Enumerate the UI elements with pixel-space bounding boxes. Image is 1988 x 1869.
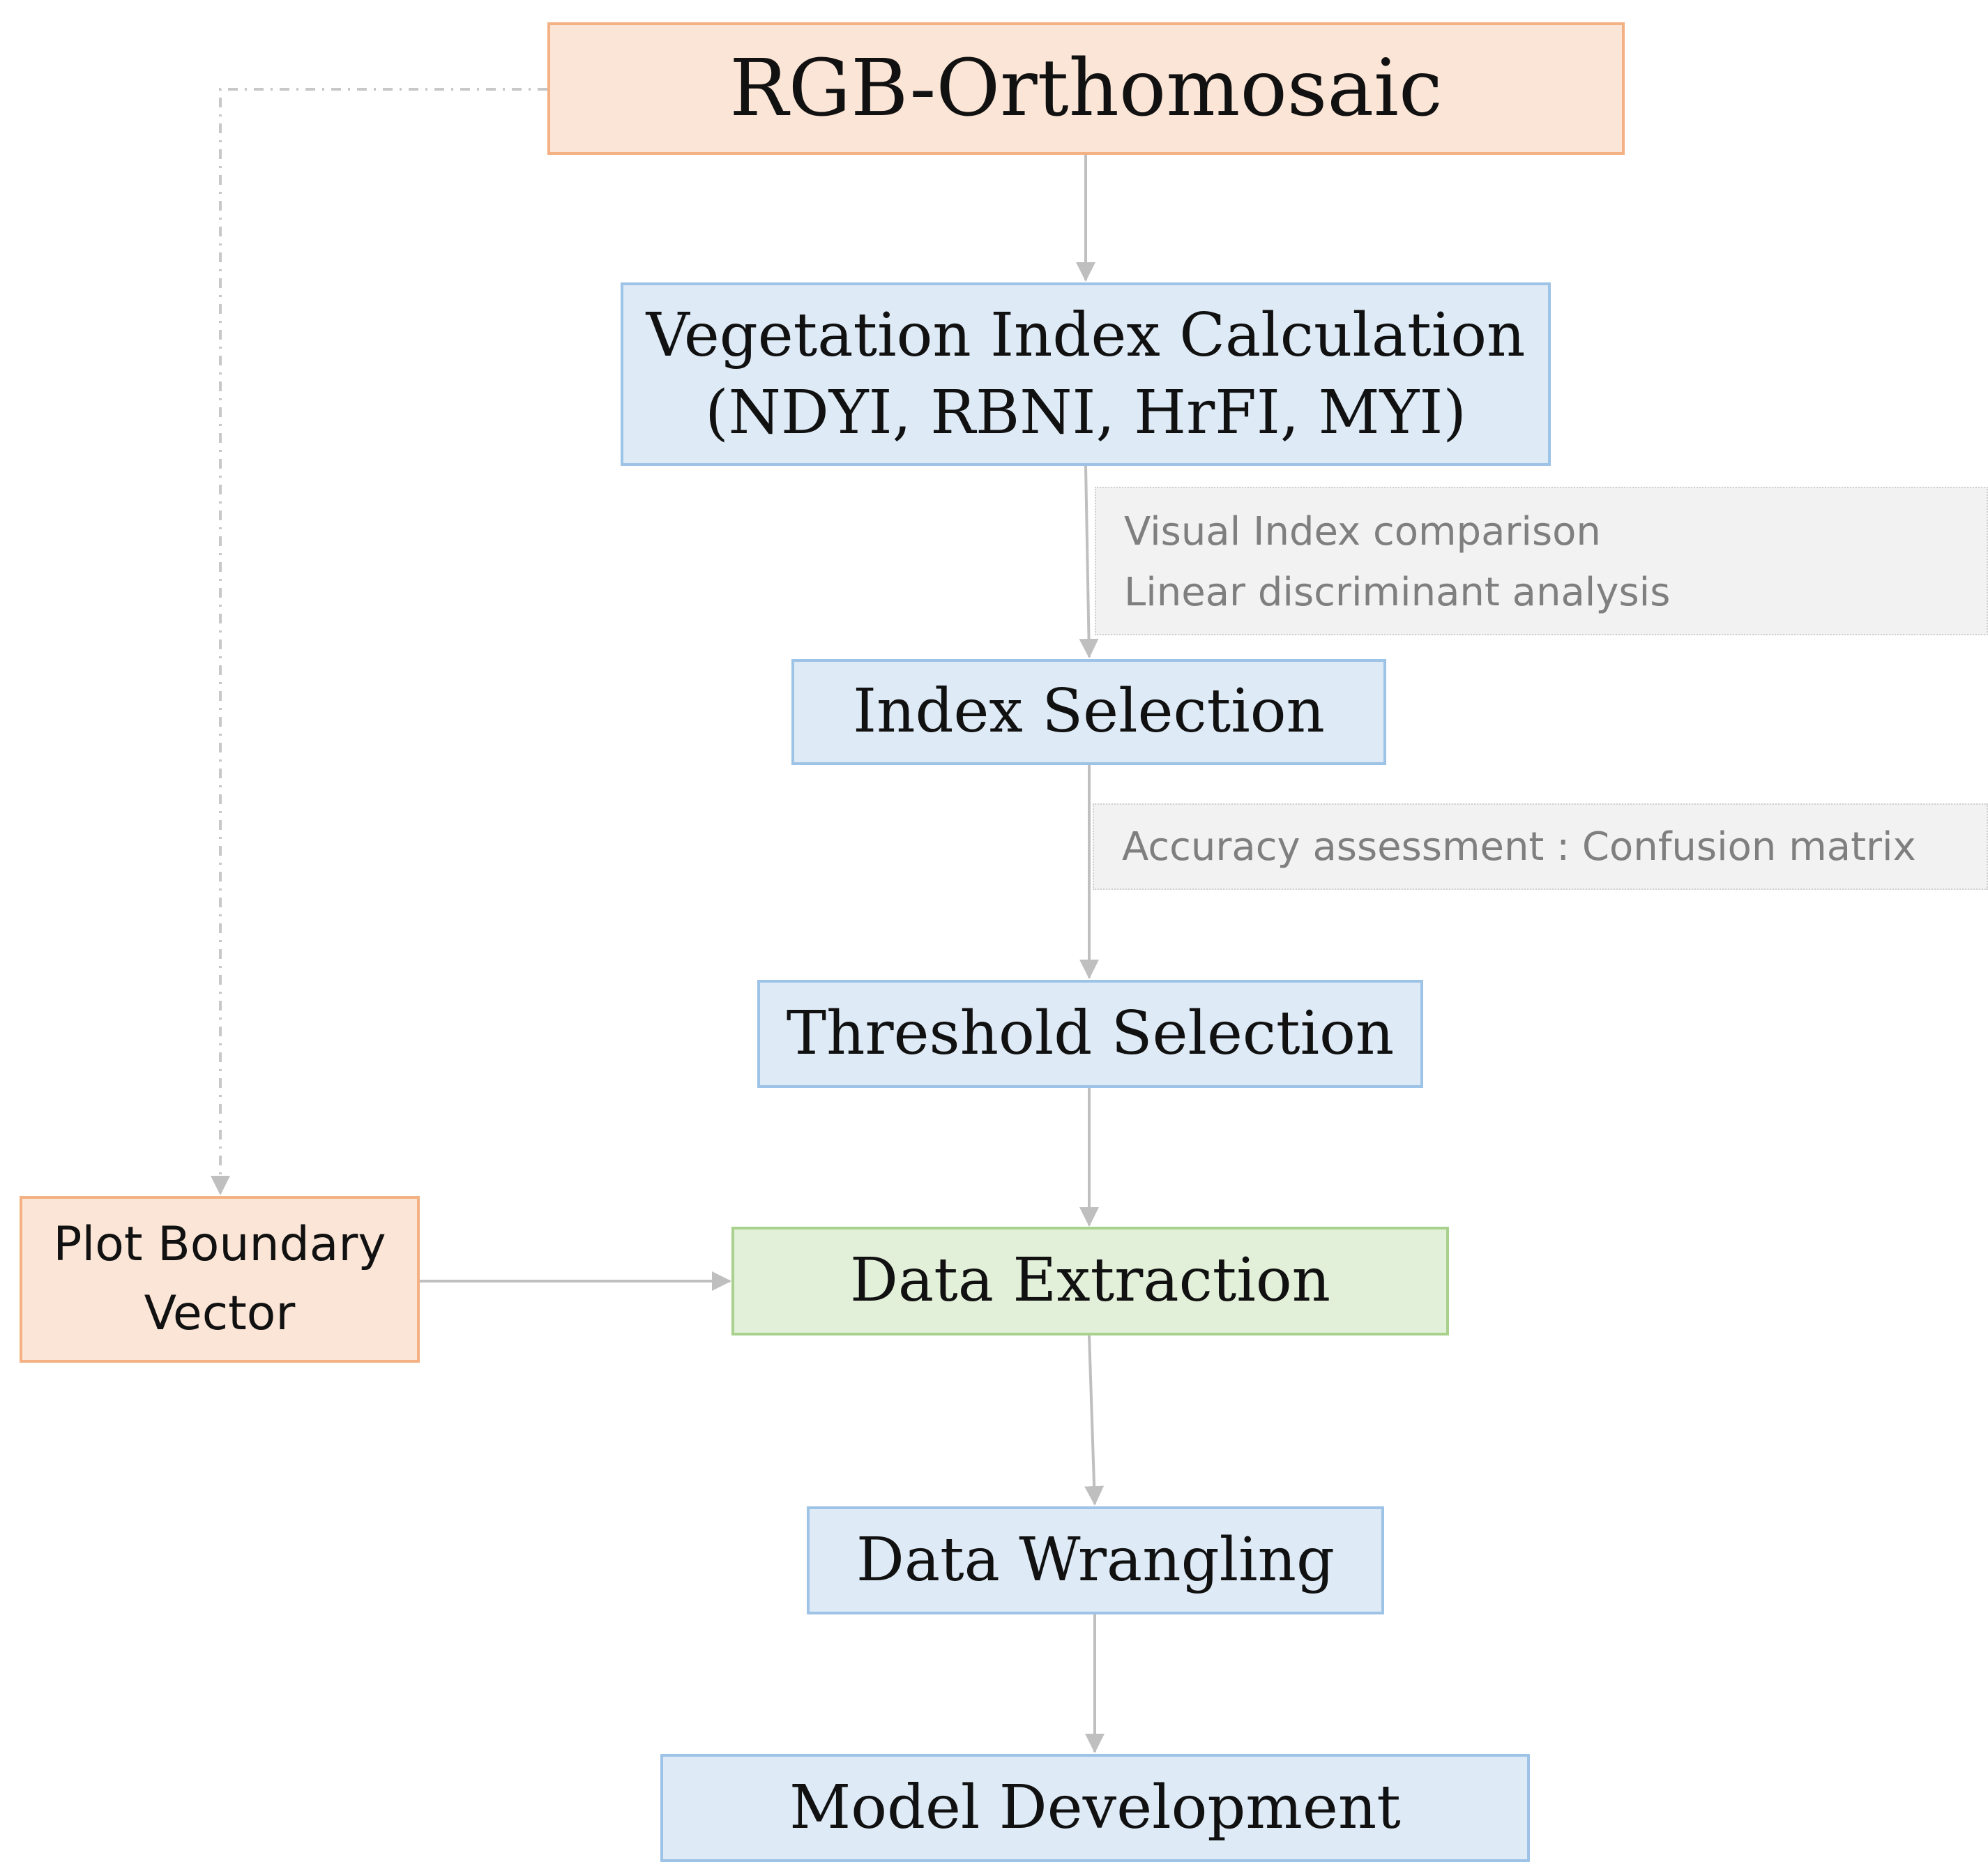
note-index-methods-line2: Linear discriminant analysis — [1124, 569, 1671, 615]
node-data-wrangling: Data Wrangling — [807, 1506, 1384, 1614]
node-index-selection: Index Selection — [791, 659, 1386, 765]
node-data-wrangling-label: Data Wrangling — [856, 1524, 1335, 1595]
node-vegetation-index-line2: (NDYI, RBNI, HrFI, MYI) — [705, 377, 1466, 448]
node-model-development-label: Model Development — [789, 1772, 1401, 1842]
node-plot-boundary-line2: Vector — [144, 1285, 296, 1341]
connector-rgb-to-plot-boundary — [211, 88, 547, 1195]
node-plot-boundary-vector: Plot Boundary Vector — [20, 1196, 420, 1363]
node-index-selection-label: Index Selection — [853, 676, 1325, 747]
node-vegetation-index-line1: Vegetation Index Calculation — [646, 301, 1526, 371]
node-rgb-orthomosaic-label: RGB-Orthomosaic — [729, 43, 1443, 134]
note-accuracy: Accuracy assessment : Confusion matrix — [1093, 803, 1988, 890]
connector-vegetation-to-index-selection — [1079, 465, 1099, 658]
note-index-methods: Visual Index comparison Linear discrimin… — [1095, 487, 1988, 635]
node-data-extraction-label: Data Extraction — [849, 1246, 1330, 1316]
note-accuracy-text: Accuracy assessment : Confusion matrix — [1122, 824, 1916, 870]
node-vegetation-index-calculation: Vegetation Index Calculation (NDYI, RBNI… — [621, 282, 1551, 466]
node-threshold-selection: Threshold Selection — [757, 980, 1423, 1088]
note-index-methods-line1: Visual Index comparison — [1124, 509, 1601, 554]
node-data-extraction: Data Extraction — [731, 1227, 1449, 1335]
node-rgb-orthomosaic: RGB-Orthomosaic — [547, 22, 1625, 155]
node-model-development: Model Development — [660, 1754, 1530, 1862]
node-plot-boundary-line1: Plot Boundary — [53, 1216, 386, 1272]
node-threshold-selection-label: Threshold Selection — [786, 998, 1395, 1068]
connector-extraction-to-wrangling — [1084, 1335, 1105, 1506]
